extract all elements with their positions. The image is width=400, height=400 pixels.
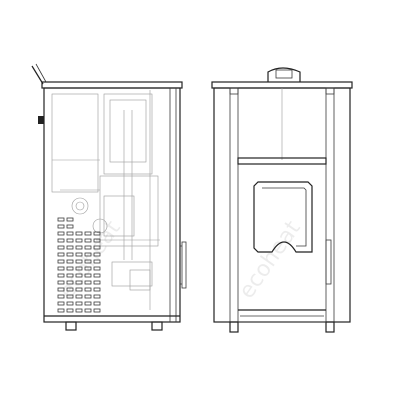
vent-slot [75,266,83,271]
vent-slot [84,245,92,250]
vent-slot [93,231,101,236]
vent-slot [66,217,74,222]
vent-slot [66,252,74,257]
vent-slot [93,259,101,264]
vent-slot [75,280,83,285]
vent-slot [57,287,65,292]
vent-slot [57,217,65,222]
vent-slot [75,294,83,299]
vent-slot [84,266,92,271]
vent-slot [93,287,101,292]
vent-slot [75,238,83,243]
vent-slot [57,238,65,243]
vent-slot [93,266,101,271]
vent-slot [75,245,83,250]
vent-slot [57,301,65,306]
vent-slot [57,280,65,285]
vent-slot [66,224,74,229]
vent-slot [66,238,74,243]
vent-slot [66,287,74,292]
vent-slot [57,259,65,264]
vent-slot [57,224,65,229]
side-body [43,87,181,323]
side-fan-ghost [71,197,89,215]
vent-slot [84,273,92,278]
vent-slot [66,308,74,313]
vent-slot [84,231,92,236]
vent-slot [84,259,92,264]
vent-slot [93,301,101,306]
side-foot-left [65,321,77,331]
vent-slot [84,294,92,299]
front-foot-right [325,321,335,333]
vent-slot [93,252,101,257]
vent-slot [84,287,92,292]
vent-slot [93,273,101,278]
vent-slot [57,252,65,257]
vent-slot [66,245,74,250]
vent-slot [75,231,83,236]
vent-slot [84,308,92,313]
vent-slot [66,231,74,236]
front-fire-window [253,181,313,253]
vent-slot [84,238,92,243]
vent-slot [57,231,65,236]
vent-slot [93,308,101,313]
vent-slot [66,273,74,278]
vent-slot [93,280,101,285]
vent-slot [75,259,83,264]
front-door-handle [325,239,332,285]
front-door-top-rail [237,157,327,165]
vent-slot [66,280,74,285]
side-rear-knob [38,116,44,124]
front-hopper-lid [267,67,301,82]
vent-slot [57,294,65,299]
vent-slot [84,252,92,257]
vent-slot [75,308,83,313]
side-flue-pipe [31,65,44,85]
vent-slot [66,266,74,271]
vent-slot [57,245,65,250]
front-foot-left [229,321,239,333]
side-hopper-ghost [51,93,99,193]
front-view [211,67,353,333]
watermark-text-right: ecoheat [234,216,306,303]
vent-slot [75,273,83,278]
side-foot-right [151,321,163,331]
vent-slot [75,287,83,292]
vent-slot [66,294,74,299]
vent-slot [57,266,65,271]
front-top-panel [211,81,353,89]
vent-slot [93,245,101,250]
side-door-handle [181,241,187,289]
vent-slot [66,259,74,264]
side-top-panel [41,81,183,89]
vent-slot [57,273,65,278]
vent-slot [75,252,83,257]
vent-slot [84,301,92,306]
side-view [31,63,187,331]
vent-slot [75,301,83,306]
vent-slot [93,238,101,243]
side-vent-grille [57,217,101,313]
vent-slot [93,294,101,299]
vent-slot [57,308,65,313]
vent-slot [66,301,74,306]
vent-slot [84,280,92,285]
